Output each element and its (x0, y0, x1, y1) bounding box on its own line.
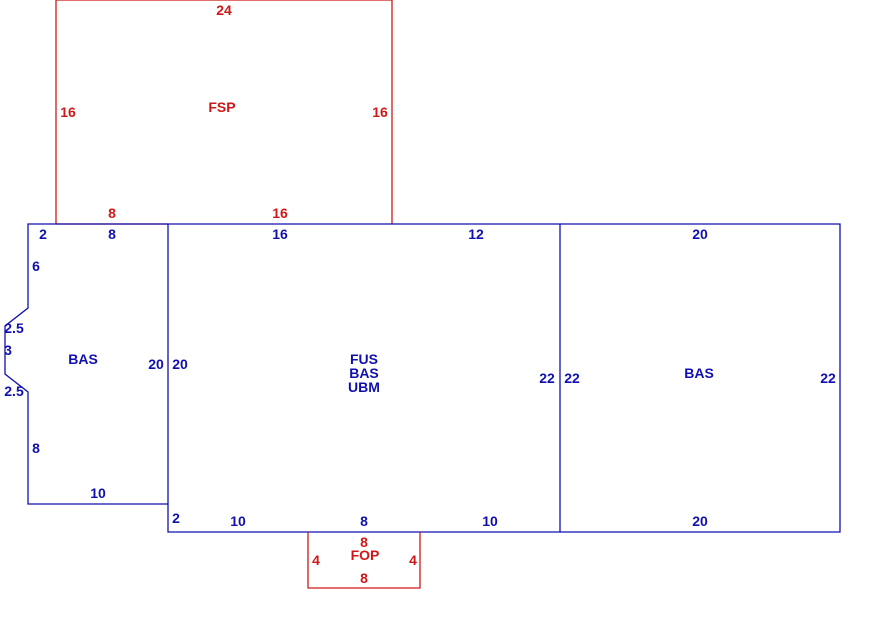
area-label-ubm: UBM (348, 379, 380, 395)
dim-fsp-left: 16 (60, 104, 76, 120)
area-label-bas-left: BAS (68, 351, 98, 367)
left-bas-outline (4, 223, 168, 505)
area-label-fsp: FSP (208, 99, 236, 115)
dim-left-top-a: 2 (39, 226, 47, 242)
dim-left-lower: 8 (32, 440, 40, 456)
area-label-fus: FUS (349, 351, 378, 367)
dim-fsp-bottom-b: 16 (272, 205, 288, 221)
dim-right-top: 20 (692, 226, 708, 242)
dim-left-right: 20 (148, 356, 164, 372)
fop-outline (307, 532, 421, 589)
dim-center-bottom-a: 10 (230, 513, 246, 529)
area-label-fop: FOP (350, 547, 380, 563)
dim-fop-bottom: 8 (360, 570, 368, 586)
dim-center-bottom-b: 8 (360, 513, 368, 529)
dim-right-left: 22 (564, 370, 580, 386)
right-bas-outline (560, 223, 841, 533)
dim-left-bay-top: 2.5 (4, 320, 24, 336)
dim-left-bottom: 10 (90, 485, 106, 501)
dim-left-bay-bottom: 2.5 (4, 383, 24, 399)
dim-center-step: 2 (172, 510, 180, 526)
dim-fop-right: 4 (409, 552, 417, 568)
fsp-outline (55, 0, 393, 224)
dim-left-top-b: 8 (108, 226, 116, 242)
dim-center-right: 22 (539, 370, 555, 386)
dim-center-bottom-c: 10 (482, 513, 498, 529)
area-label-bas-center: BAS (349, 365, 379, 381)
area-label-center: FUS BAS UBM (348, 352, 380, 394)
dim-center-left: 20 (172, 356, 188, 372)
dim-right-right: 22 (820, 370, 836, 386)
dim-center-top-a: 16 (272, 226, 288, 242)
dim-left-upper: 6 (32, 258, 40, 274)
area-label-bas-right: BAS (684, 365, 714, 381)
dim-fop-top: 8 (360, 534, 368, 550)
dim-left-bay-mid: 3 (4, 342, 12, 358)
dim-center-top-b: 12 (468, 226, 484, 242)
dim-fsp-top: 24 (216, 2, 232, 18)
dim-fop-left: 4 (312, 552, 320, 568)
dim-fsp-bottom-a: 8 (108, 205, 116, 221)
dim-right-bottom: 20 (692, 513, 708, 529)
dim-fsp-right: 16 (372, 104, 388, 120)
